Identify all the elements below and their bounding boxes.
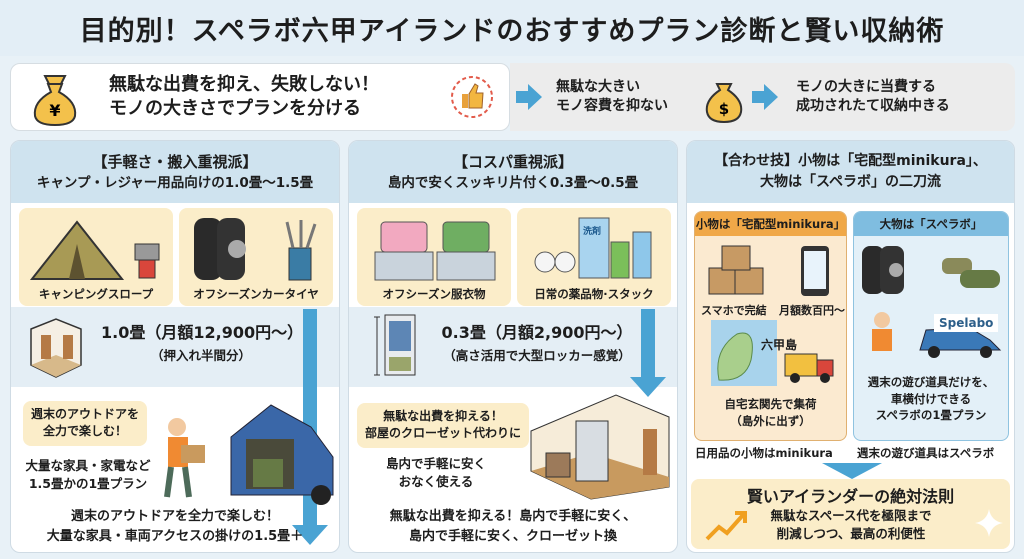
spelabo-title: 大物は「スペラボ」	[854, 212, 1008, 236]
page-title: 目的別！スペラボ六甲アイランドのおすすめプラン診断と賢い収納術	[0, 0, 1024, 56]
bubble-line: 無駄な出費を抑える！	[383, 409, 503, 423]
spelabo-desc: 週末の遊び道具だけを、 車横付けできる スペラボの1畳プラン	[854, 374, 1008, 424]
spelabo-box: 大物は「スペラボ」 Spelabo 週末の遊び道具だけを、 車横付けできる スペ…	[853, 211, 1009, 441]
item-card-tires: オフシーズンカータイヤ	[179, 208, 333, 306]
item-card-clothes: オフシーズン服衣物	[357, 208, 511, 306]
dollar-money-bag-icon: $	[705, 83, 743, 124]
person-loading-car-illustration	[164, 404, 334, 505]
panel-header: 【手軽さ・搬入重視派】 キャンプ・レジャー用品向けの1.0畳〜1.5畳	[11, 141, 339, 203]
clothes-bins-icon	[374, 221, 496, 281]
minikura-caption: 日用品の小物はminikura	[695, 446, 833, 460]
map-label: 六甲島	[761, 338, 798, 352]
panel-subheading: キャンプ・レジャー用品向けの1.0畳〜1.5畳	[36, 175, 314, 192]
note-line: おなく使える	[398, 474, 474, 490]
panel-heading: 【手軽さ・搬入重視派】	[92, 152, 258, 171]
pickup-line: （島外に出ず）	[730, 413, 811, 428]
pickup-line: 自宅玄関先で集荷	[724, 397, 817, 411]
locker-icon	[374, 314, 416, 376]
plan-note: 大量な家具・家電など 1.5畳かの1畳プラン	[23, 457, 153, 493]
rule-line: 無駄なスペース代を極限まで	[770, 508, 932, 523]
panel-header: 【コスパ重視派】 島内で安くスッキリ片付く0.3畳〜0.5畳	[349, 141, 677, 203]
speech-bubble: 無駄な出費を抑える！ 部屋のクローゼット代わりに	[357, 403, 530, 448]
panel-heading: 【コスパ重視派】	[452, 152, 573, 171]
room-closet-illustration	[530, 394, 670, 500]
rule-line: 削減しつつ、最高の利便性	[776, 526, 926, 542]
note-line: 大量な家具・家電など	[25, 458, 151, 473]
panel-heading: 大物は「スペラボ」の二刀流	[759, 174, 942, 190]
svg-text:¥: ¥	[49, 101, 60, 120]
banner-main: ¥ 無駄な出費を抑え、失敗しない！ モノの大きさでプランを分ける	[10, 63, 510, 131]
panel-header: 【合わせ技】小物は「宅配型minikura」、 大物は「スペラボ」の二刀流	[687, 141, 1014, 203]
svg-text:$: $	[719, 100, 729, 118]
thumbs-up-icon	[451, 76, 493, 118]
phone-caption: スマホで完結	[701, 304, 767, 317]
panel-combination: 【合わせ技】小物は「宅配型minikura」、 大物は「スペラボ」の二刀流 小物…	[686, 140, 1015, 553]
banner-main-line1: 無駄な出費を抑え、失敗しない！	[109, 74, 379, 95]
tires-icon	[194, 218, 317, 281]
size-band: 0.3畳（月額2,900円〜） （高さ活用で大型ロッカー感覚）	[349, 307, 677, 387]
item-label: キャンピングスロープ	[38, 287, 154, 301]
plan-note: 島内で手軽に安く おなく使える	[361, 455, 511, 491]
rule-box: 賢いアイランダーの絶対法則 無駄なスペース代を極限まで 削減しつつ、最高の利便性	[691, 479, 1010, 549]
item-label: 日常の薬品物·スタック	[534, 287, 654, 301]
footer-line: 島内で手軽に安く、クローゼット換	[408, 528, 617, 544]
arrow-down-icon	[630, 309, 666, 397]
boxes-and-phone-icon	[708, 245, 829, 296]
desc-line: 週末の遊び道具だけを、	[867, 375, 995, 389]
panel-subheading: 島内で安くスッキリ片付く0.3畳〜0.5畳	[387, 175, 639, 192]
banner-step2-line1: 無駄な大きい	[556, 79, 640, 95]
storage-room-icon	[30, 318, 82, 378]
arrow-down-icon	[822, 463, 882, 479]
panel-ease-of-access: 【手軽さ・搬入重視派】 キャンプ・レジャー用品向けの1.0畳〜1.5畳 キャンピ…	[10, 140, 340, 553]
banner-step3-line1: モノの大きに当費する	[796, 79, 936, 95]
note-line: 1.5畳かの1畳プラン	[28, 476, 148, 492]
item-card-supplies: 洗剤 日常の薬品物·スタック	[517, 208, 671, 306]
item-label: オフシーズンカータイヤ	[193, 287, 319, 301]
tires-gear-person-car-icon	[862, 246, 1002, 358]
island-map-truck-icon	[711, 320, 834, 386]
household-supplies-icon	[534, 217, 652, 279]
size-plan: 1.0畳（月額12,900円〜）	[101, 323, 304, 342]
size-band: 1.0畳（月額12,900円〜） （押入れ半間分）	[11, 307, 339, 387]
panel-footer: 無駄な出費を抑える！島内で手軽に安く、 島内で手軽に安く、クローゼット換	[349, 507, 677, 546]
footer-line: 大量な家具・車両アクセスの掛けの1.5畳＋	[46, 528, 304, 544]
speech-bubble: 週末のアウトドアを 全力で楽しむ！	[23, 401, 148, 446]
bubble-line: 週末のアウトドアを	[31, 407, 140, 421]
bubble-line: 部屋のクローゼット代わりに	[365, 426, 522, 441]
item-card-camping: キャンピングスロープ	[19, 208, 173, 306]
footer-line: 週末のアウトドアを全力で楽しむ！	[70, 509, 279, 524]
panel-heading: 【合わせ技】小物は「宅配型minikura」、	[714, 153, 987, 169]
sparkle-icon	[975, 509, 1003, 537]
banner-main-line2: モノの大きさでプランを分ける	[109, 98, 361, 120]
spelabo-caption: 週末の遊び道具はスペラボ	[857, 446, 995, 460]
detergent-label: 洗剤	[583, 227, 602, 237]
panel-cost-performance: 【コスパ重視派】 島内で安くスッキリ片付く0.3畳〜0.5畳 オフシーズン服衣物…	[348, 140, 678, 553]
pickup-note: 自宅玄関先で集荷 （島外に出ず）	[695, 396, 846, 429]
item-label: オフシーズン服衣物	[382, 287, 486, 301]
price-caption: 月額数百円〜	[779, 304, 845, 317]
arrow-right-icon	[516, 84, 542, 110]
size-note: （高さ活用で大型ロッカー感覚）	[443, 348, 631, 363]
yen-money-bag-icon: ¥	[33, 75, 77, 126]
rule-text: 無駄なスペース代を極限まで 削減しつつ、最高の利便性	[751, 507, 951, 543]
banner-step3-line2: 成功されたて収納中きる	[796, 97, 950, 114]
desc-line: スペラボの1畳プラン	[875, 408, 987, 423]
bubble-line: 全力で楽しむ！	[43, 424, 128, 439]
desc-line: 車横付けできる	[890, 391, 972, 406]
rule-title: 賢いアイランダーの絶対法則	[746, 487, 955, 506]
note-line: 島内で手軽に安く	[385, 456, 486, 471]
size-plan: 0.3畳（月額2,900円〜）	[441, 323, 633, 342]
trend-up-arrow-icon	[705, 511, 747, 541]
footer-line: 無駄な出費を抑える！島内で手軽に安く、	[389, 509, 637, 524]
arrow-right-icon	[752, 84, 778, 110]
banner-step2-line2: モノ容費を抑ない	[556, 97, 668, 114]
panel-footer: 週末のアウトドアを全力で楽しむ！ 大量な家具・車両アクセスの掛けの1.5畳＋	[11, 507, 339, 546]
tent-icon	[29, 220, 160, 280]
size-note: （押入れ半間分）	[150, 348, 251, 363]
minikura-box: 小物は「宅配型minikura」 スマホで完結 月額数百円〜 六甲島 自宅玄関先…	[694, 211, 847, 441]
minikura-title: 小物は「宅配型minikura」	[695, 212, 846, 236]
spelabo-logo: Spelabo	[934, 314, 999, 332]
